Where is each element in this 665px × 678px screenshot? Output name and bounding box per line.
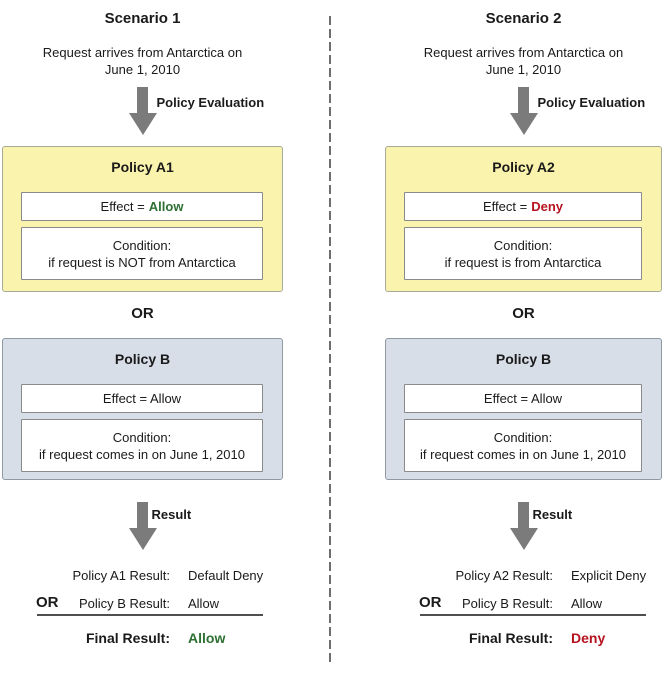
result-row-value: Allow: [571, 596, 603, 611]
policy-b-box: Policy B Effect = Allow Condition: if re…: [2, 338, 283, 480]
request-description: Request arrives from Antarctica on June …: [2, 44, 283, 78]
policy-a-header: Policy A1: [111, 159, 174, 175]
policy-a-result-row: Policy A2 Result: Explicit Deny: [385, 568, 662, 585]
policy-evaluation-label: Policy Evaluation: [156, 95, 265, 110]
policy-b-header: Policy B: [495, 351, 552, 367]
effect-value: Deny: [531, 199, 563, 214]
down-arrow-icon: [128, 87, 157, 135]
final-result-row: Final Result: Allow: [2, 630, 283, 648]
results-block: Policy A1 Result: Default Deny OR Policy…: [2, 568, 283, 663]
result-row-label: Policy A1 Result:: [72, 568, 170, 583]
condition-line-1: Condition:: [493, 429, 553, 445]
result-row-label: Policy B Result:: [78, 596, 170, 611]
condition-line-2: if request is from Antarctica: [444, 254, 602, 270]
arrow-shaft: [518, 87, 529, 113]
arrow-head: [128, 528, 157, 550]
policy-b-result-row: Policy B Result: Allow: [2, 596, 283, 613]
final-result-label: Final Result:: [468, 630, 553, 646]
results-block: Policy A2 Result: Explicit Deny OR Polic…: [385, 568, 662, 663]
policy-b-result-row: Policy B Result: Allow: [385, 596, 662, 613]
policy-b-effect: Effect = Allow: [21, 384, 263, 413]
request-line-1: Request arrives from Antarctica on: [423, 45, 624, 60]
effect-value: Allow: [148, 199, 184, 214]
policy-b-box: Policy B Effect = Allow Condition: if re…: [385, 338, 662, 480]
scenario-1-column: Scenario 1 Request arrives from Antarcti…: [2, 0, 283, 678]
arrow-shaft: [137, 87, 148, 113]
arrow-head: [509, 113, 538, 135]
scenario-title: Scenario 2: [485, 10, 562, 27]
result-label: Result: [532, 507, 573, 522]
effect-text: Effect = Allow: [102, 391, 182, 406]
policy-b-effect: Effect = Allow: [404, 384, 642, 413]
arrow-head: [128, 113, 157, 135]
policy-b-header: Policy B: [114, 351, 171, 367]
down-arrow-icon: [509, 87, 538, 135]
policy-a-header: Policy A2: [492, 159, 555, 175]
policy-evaluation-label: Policy Evaluation: [537, 95, 646, 110]
policy-a-effect: Effect = Allow: [21, 192, 263, 221]
request-line-2: June 1, 2010: [485, 62, 562, 77]
result-row-value: Explicit Deny: [571, 568, 647, 583]
arrow-shaft: [518, 502, 529, 528]
result-row-label: Policy B Result:: [461, 596, 553, 611]
arrow-head: [509, 528, 538, 550]
policy-a-result-row: Policy A1 Result: Default Deny: [2, 568, 283, 585]
request-line-2: June 1, 2010: [104, 62, 181, 77]
policy-b-condition: Condition: if request comes in on June 1…: [21, 419, 263, 472]
result-row-value: Default Deny: [188, 568, 264, 583]
request-line-1: Request arrives from Antarctica on: [42, 45, 243, 60]
final-result-value: Allow: [188, 630, 226, 646]
request-description: Request arrives from Antarctica on June …: [385, 44, 662, 78]
result-row-label: Policy A2 Result:: [455, 568, 553, 583]
scenario-title: Scenario 1: [104, 10, 181, 27]
final-result-row: Final Result: Deny: [385, 630, 662, 648]
sum-line: [420, 614, 646, 616]
condition-line-1: Condition:: [493, 237, 553, 253]
arrow-shaft: [137, 502, 148, 528]
result-label: Result: [151, 507, 192, 522]
policy-a-condition: Condition: if request is NOT from Antarc…: [21, 227, 263, 280]
or-connector: OR: [512, 305, 535, 322]
effect-label: Effect =: [482, 199, 528, 214]
policy-a-condition: Condition: if request is from Antarctica: [404, 227, 642, 280]
policy-a-box: Policy A1 Effect = Allow Condition: if r…: [2, 146, 283, 292]
condition-line-2: if request comes in on June 1, 2010: [39, 446, 245, 462]
final-result-value: Deny: [571, 630, 606, 646]
or-results-label: OR: [36, 594, 59, 611]
down-arrow-icon: [509, 502, 538, 550]
down-arrow-icon: [128, 502, 157, 550]
scenario-2-column: Scenario 2 Request arrives from Antarcti…: [385, 0, 662, 678]
dashed-divider: [329, 16, 331, 662]
result-row-value: Allow: [188, 596, 220, 611]
sum-line: [37, 614, 263, 616]
condition-line-1: Condition:: [112, 237, 172, 253]
condition-line-2: if request comes in on June 1, 2010: [420, 446, 626, 462]
policy-a-box: Policy A2 Effect = Deny Condition: if re…: [385, 146, 662, 292]
condition-line-1: Condition:: [112, 429, 172, 445]
effect-label: Effect =: [100, 199, 145, 214]
policy-a-effect: Effect = Deny: [404, 192, 642, 221]
final-result-label: Final Result:: [85, 630, 170, 646]
condition-line-2: if request is NOT from Antarctica: [48, 254, 236, 270]
policy-b-condition: Condition: if request comes in on June 1…: [404, 419, 642, 472]
effect-text: Effect = Allow: [483, 391, 563, 406]
or-results-label: OR: [419, 594, 442, 611]
or-connector: OR: [131, 305, 154, 322]
